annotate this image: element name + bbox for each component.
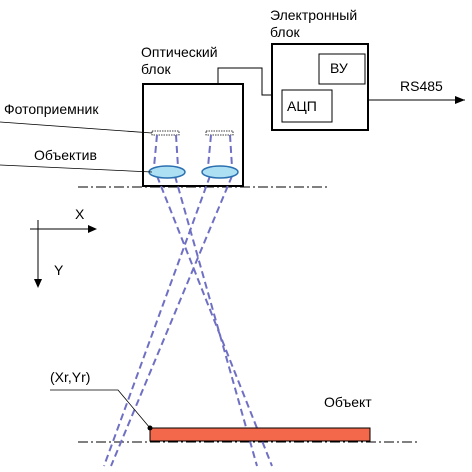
point-marker bbox=[147, 425, 153, 431]
optical-block-label-line2: блок bbox=[141, 61, 171, 77]
beam-right-top-a bbox=[207, 134, 212, 168]
beam-left-top-b bbox=[175, 134, 179, 168]
beam-right-top-b bbox=[229, 134, 233, 168]
rs485-arrow-head bbox=[455, 96, 465, 104]
axis-x-arrow bbox=[88, 225, 97, 233]
axis-y-arrow bbox=[34, 279, 42, 288]
vu-label: ВУ bbox=[330, 60, 348, 76]
rs485-label: RS485 bbox=[400, 78, 443, 94]
object-label: Объект bbox=[324, 394, 372, 410]
lens-right bbox=[201, 165, 239, 179]
beam-left-down-a bbox=[156, 175, 273, 467]
point-leader bbox=[50, 389, 151, 429]
axis-x-label: X bbox=[75, 206, 85, 222]
beam-right-down-b bbox=[110, 175, 233, 467]
connection-wire bbox=[217, 67, 272, 96]
adc-box bbox=[281, 89, 333, 123]
axis-y-label: Y bbox=[54, 262, 64, 278]
lens-left bbox=[148, 165, 186, 179]
electronic-block-label-line2: блок bbox=[270, 24, 300, 40]
beam-left-top-a bbox=[153, 134, 158, 168]
beam-right-down-a bbox=[103, 175, 211, 467]
beam-left-down-b bbox=[174, 175, 258, 467]
lens-leader bbox=[0, 164, 153, 173]
object-bar bbox=[149, 427, 371, 442]
vu-box bbox=[318, 53, 366, 85]
electronic-block-label-line1: Электронный bbox=[270, 7, 358, 23]
adc-label: АЦП bbox=[287, 98, 317, 114]
beams bbox=[103, 134, 273, 467]
electronic-block-label: Электронный блок bbox=[270, 7, 357, 41]
photodetector-label: Фотоприемник bbox=[4, 101, 99, 117]
photodetector-left bbox=[151, 130, 180, 136]
lens-label: Объектив bbox=[34, 147, 97, 163]
optical-block-label: Оптический блок bbox=[141, 44, 218, 78]
point-label: (Xr,Yr) bbox=[50, 369, 91, 385]
photodetector-right bbox=[205, 130, 234, 136]
photodetector-leader bbox=[0, 121, 153, 134]
optical-block-label-line1: Оптический bbox=[141, 44, 218, 60]
